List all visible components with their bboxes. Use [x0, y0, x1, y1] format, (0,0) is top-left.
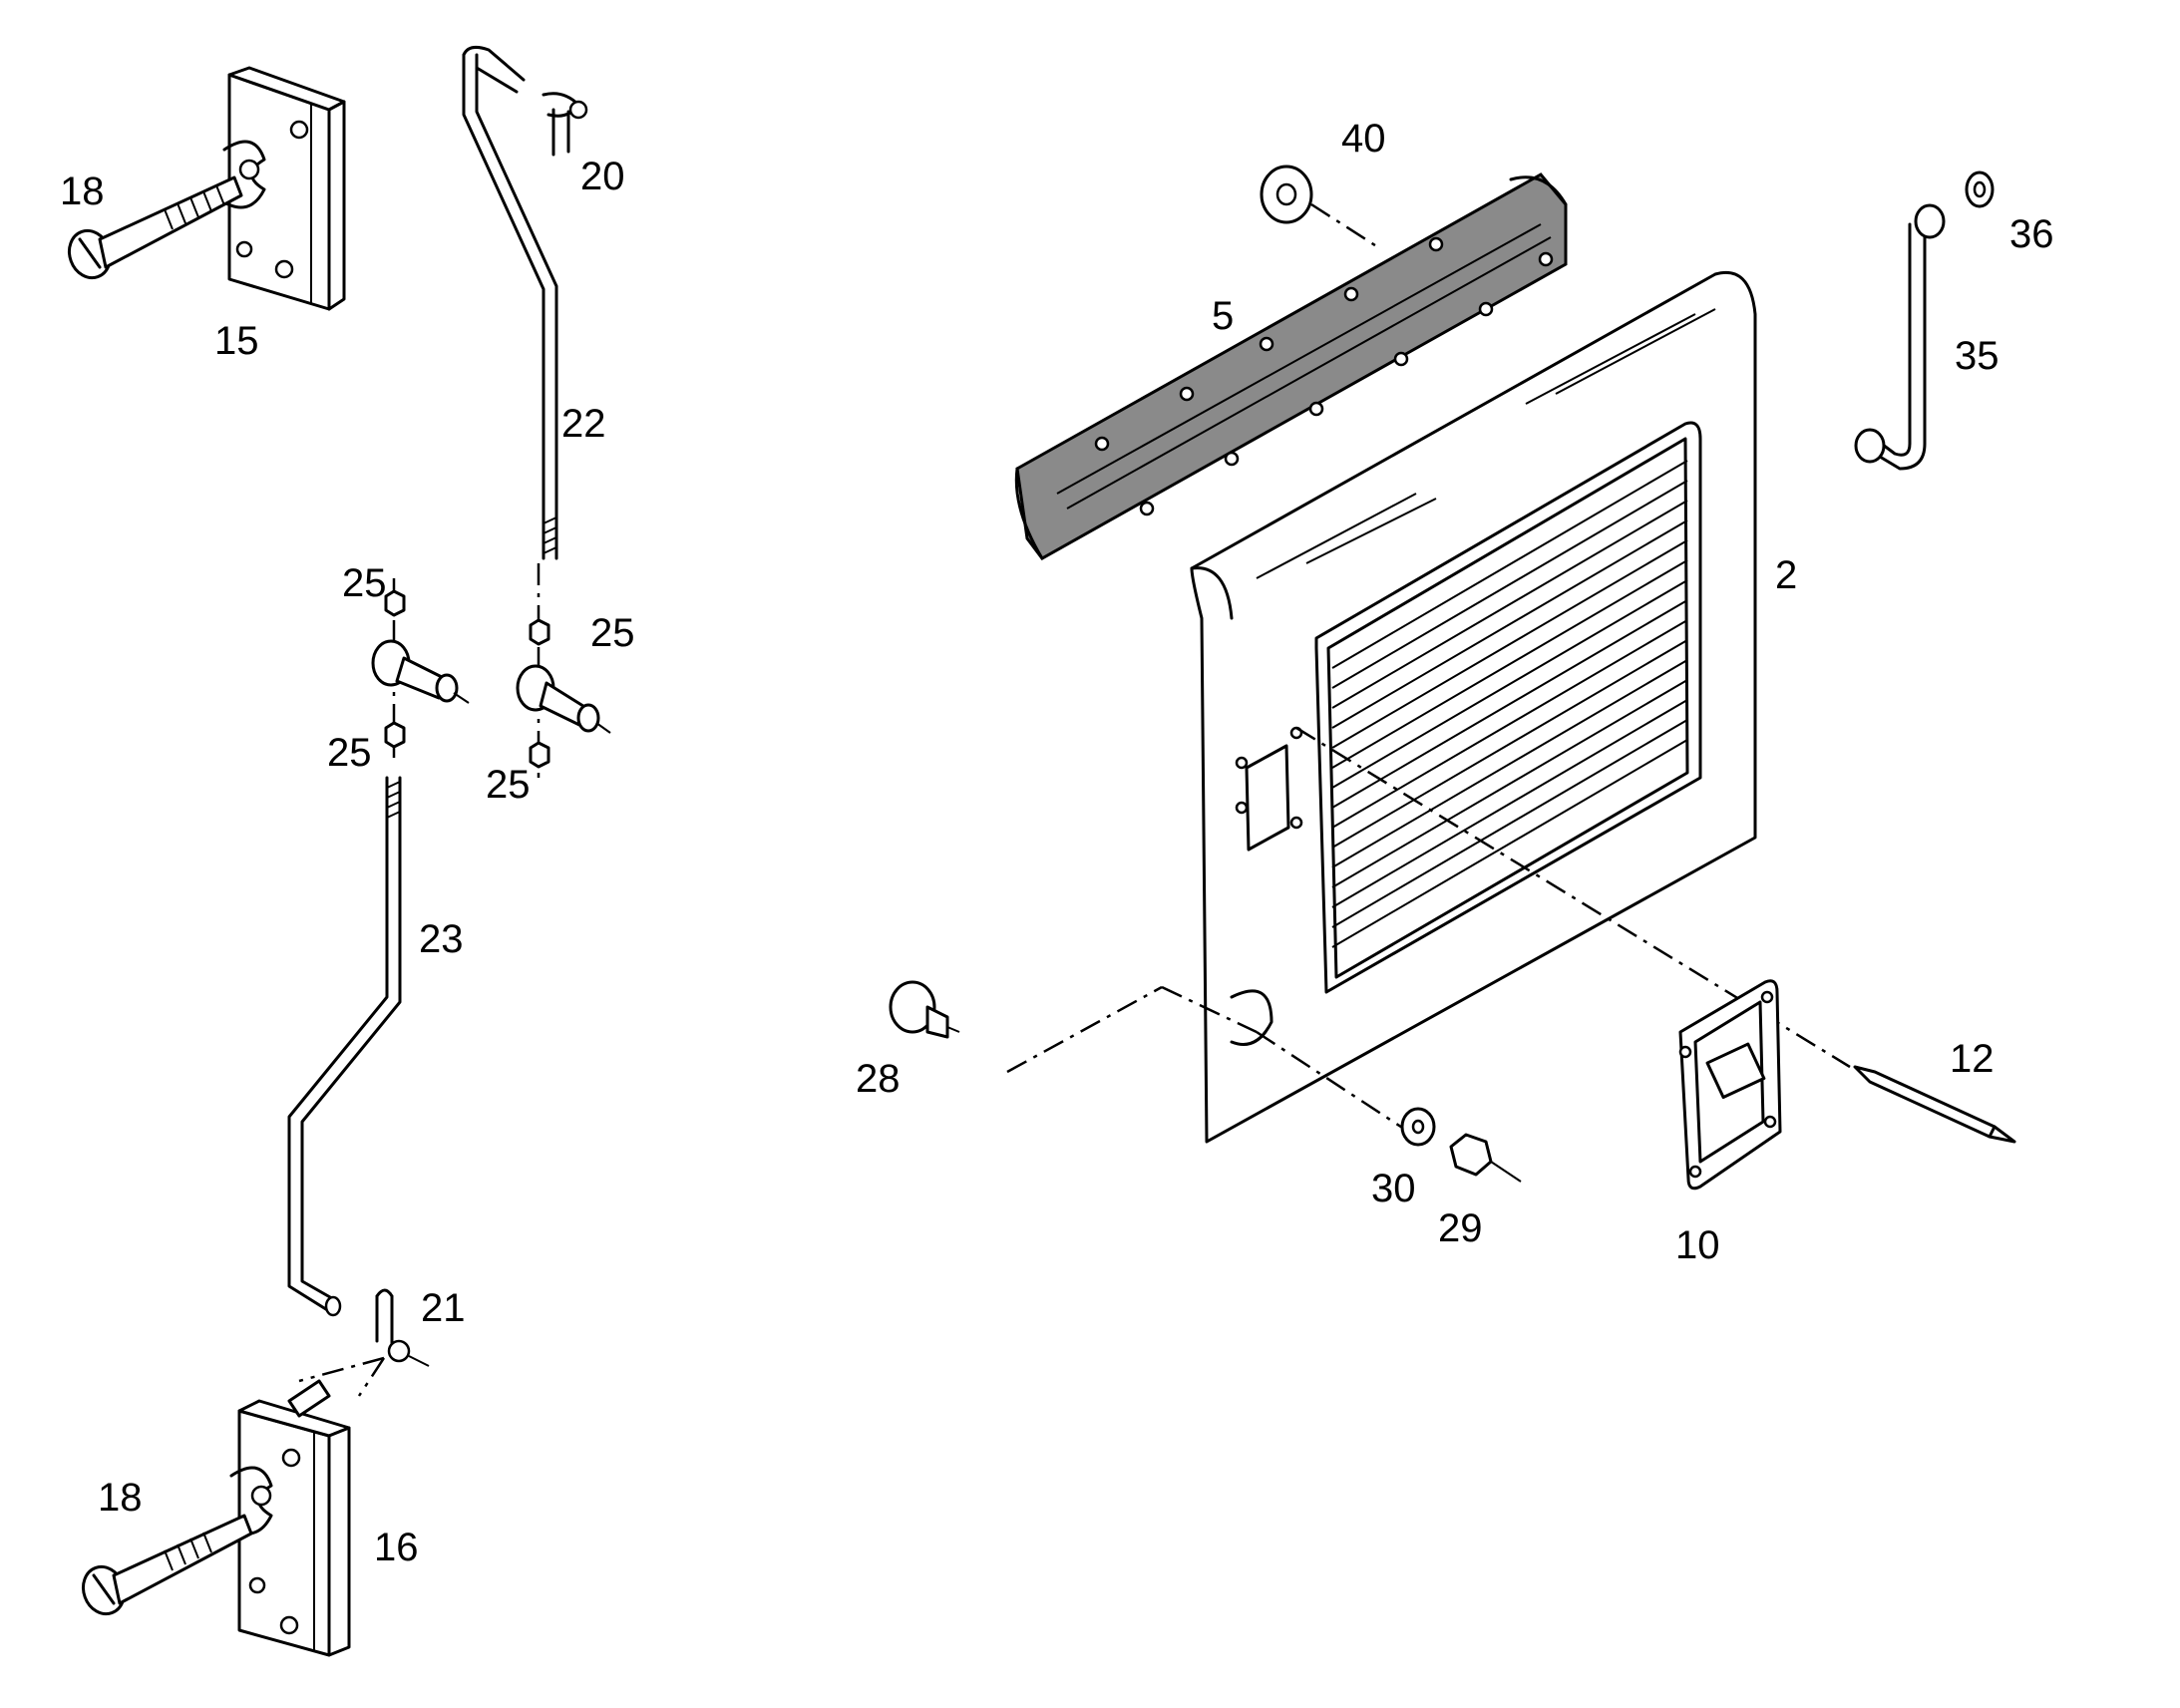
screw-lower	[81, 1514, 253, 1616]
callout-25-b: 25	[590, 611, 635, 655]
callout-2: 2	[1775, 553, 1797, 597]
screw-upper	[67, 175, 243, 280]
callout-20: 20	[580, 155, 625, 198]
swivel-left	[371, 578, 470, 758]
washer-30	[1400, 1107, 1436, 1147]
clip-lower	[298, 1288, 430, 1397]
nut-29	[1449, 1133, 1522, 1183]
callout-25-d: 25	[486, 763, 531, 807]
knob-28	[889, 980, 960, 1039]
callout-10: 10	[1675, 1223, 1720, 1267]
hinge-strip	[1014, 172, 1568, 560]
nut-36	[1965, 171, 1995, 208]
callout-15: 15	[214, 319, 259, 363]
callout-5: 5	[1212, 294, 1234, 338]
clip-upper	[542, 92, 588, 157]
callout-35: 35	[1955, 334, 1999, 378]
callout-16: 16	[374, 1526, 419, 1569]
callout-28: 28	[856, 1057, 901, 1101]
callout-40: 40	[1341, 117, 1386, 161]
callout-22: 22	[561, 402, 606, 446]
lock-10	[1678, 979, 1782, 1191]
callout-12: 12	[1950, 1037, 1995, 1081]
pin-12	[1853, 1065, 2016, 1144]
door-panel	[1006, 271, 1851, 1144]
handle-35	[1854, 203, 1946, 471]
callout-25-a: 25	[342, 561, 387, 605]
callout-18-lower: 18	[98, 1476, 143, 1520]
callout-29: 29	[1438, 1206, 1483, 1250]
latch-block-upper	[217, 66, 346, 311]
rod-upper	[462, 45, 558, 560]
callout-25-c: 25	[327, 731, 372, 775]
latch-block-lower	[224, 1379, 351, 1657]
callout-18-upper: 18	[60, 170, 105, 213]
swivel-right	[516, 563, 611, 778]
callout-21: 21	[421, 1286, 466, 1330]
callout-36: 36	[2009, 212, 2054, 256]
callout-30: 30	[1371, 1167, 1416, 1210]
rod-lower	[287, 776, 402, 1317]
callout-23: 23	[419, 917, 464, 961]
washer-40	[1260, 165, 1382, 251]
